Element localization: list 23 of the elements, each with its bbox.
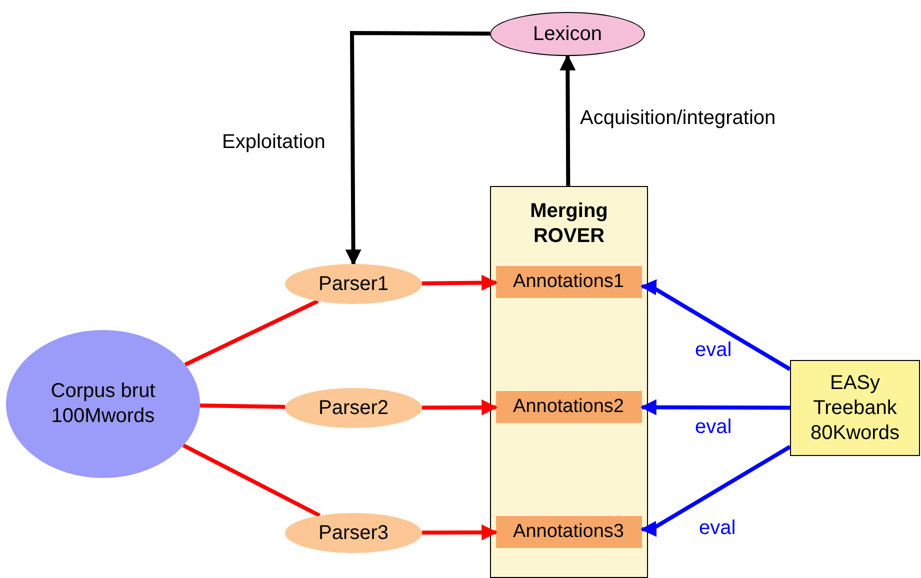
node-label: Merging ROVER — [529, 199, 609, 249]
arrow — [640, 279, 792, 371]
process-box — [790, 360, 920, 456]
arrow — [422, 524, 498, 540]
node-label: Parser1 — [318, 272, 389, 296]
arrow — [640, 445, 792, 537]
node-label: Corpus brut 100Mwords — [50, 379, 156, 429]
arrow — [422, 399, 498, 416]
arrow — [345, 31, 490, 266]
process-box — [490, 186, 648, 578]
node-label: Annotations1 — [513, 270, 624, 294]
annotation-box — [496, 390, 642, 422]
arrow — [640, 399, 790, 416]
annotation-box — [496, 516, 642, 548]
node-label: Parser3 — [318, 520, 389, 546]
arrow — [422, 274, 498, 291]
node-label: Lexicon — [533, 22, 602, 46]
node-label: EASy Treebank 80Kwords — [810, 370, 900, 446]
annotation-box — [496, 266, 642, 298]
arrow — [560, 54, 576, 186]
node-label: Annotations3 — [513, 520, 624, 544]
node-label: Annotations2 — [513, 394, 624, 418]
node-label: Parser2 — [318, 396, 389, 420]
